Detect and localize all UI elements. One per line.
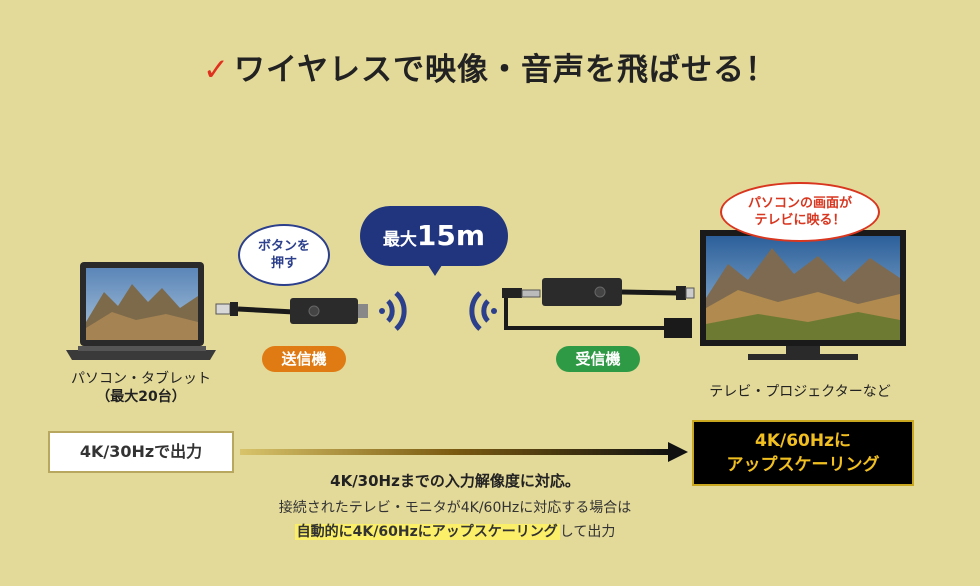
receiver-device [498, 274, 708, 344]
laptop-label-line1: パソコン・タブレット [71, 371, 211, 387]
laptop-icon [66, 262, 216, 360]
range-prefix: 最大 [382, 230, 417, 250]
range-bubble-tail [426, 262, 444, 276]
tv-label: テレビ・プロジェクターなど [709, 384, 891, 400]
receiver-dongle-icon [502, 278, 695, 338]
checkmark-icon: ✓ [202, 52, 230, 88]
output-right-box: 4K/60Hzに アップスケーリング [692, 420, 914, 486]
laptop-label-line2: （最大20台） [96, 389, 186, 405]
tv-icon [700, 230, 906, 360]
page-title: ✓ワイヤレスで映像・音声を飛ばせる！ [0, 44, 980, 89]
tv-bubble-line2: テレビに映る！ [754, 213, 846, 228]
note-line3-rest: して出力 [559, 524, 616, 540]
signal-out-icon [376, 288, 416, 334]
note-line3: 自動的に4K/60Hzにアップスケーリングして出力 [220, 521, 690, 541]
output-left-box: 4K/30Hzで出力 [48, 431, 234, 473]
push-button-bubble: ボタンを押す [238, 224, 330, 286]
sender-device [214, 290, 374, 330]
push-button-text: ボタンを押す [257, 239, 310, 271]
title-text: ワイヤレスで映像・音声を飛ばせる！ [233, 52, 778, 88]
receiver-pill: 受信機 [556, 346, 640, 372]
range-value: 15m [416, 219, 486, 252]
tv-bubble: パソコンの画面が テレビに映る！ [720, 182, 880, 242]
note-line2: 接続されたテレビ・モニタが4K/60Hzに対応する場合は [278, 500, 632, 516]
tv-illustration [698, 228, 908, 362]
note-line1: 4K/30Hzまでの入力解像度に対応。 [330, 472, 580, 490]
sender-pill: 送信機 [262, 346, 346, 372]
flow-arrow [240, 440, 690, 464]
laptop-label: パソコン・タブレット （最大20台） [46, 370, 236, 406]
flow-arrow-icon [240, 442, 688, 462]
note-highlight: 自動的に4K/60Hzにアップスケーリング [294, 524, 560, 540]
signal-in-icon [460, 288, 500, 334]
tv-bubble-line1: パソコンの画面が [747, 196, 852, 211]
sender-dongle-icon [215, 298, 368, 324]
laptop-illustration [66, 262, 216, 362]
range-bubble: 最大15m [360, 206, 508, 266]
output-right-line2: アップスケーリング [726, 455, 880, 475]
output-right-line1: 4K/60Hzに [755, 431, 851, 451]
